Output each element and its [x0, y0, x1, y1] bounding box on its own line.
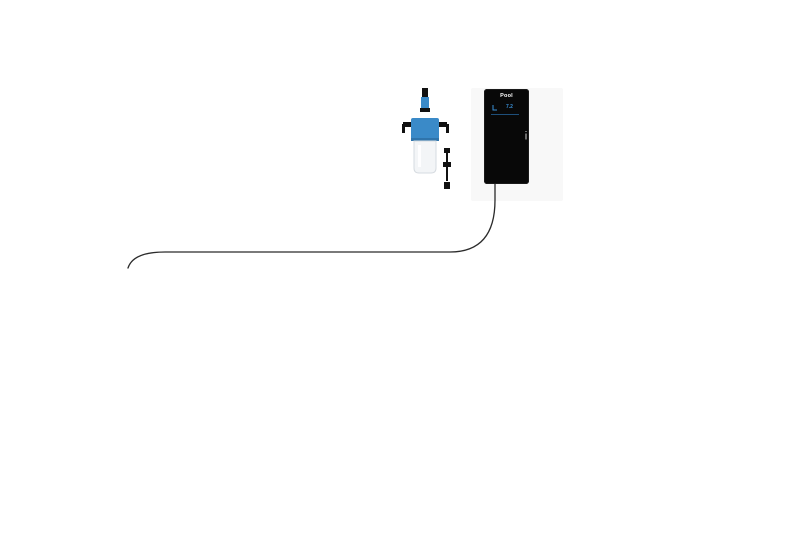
device-brand-label: Pool — [500, 93, 513, 99]
reading-underline — [491, 114, 519, 115]
injection-fitting-icon — [443, 148, 451, 189]
cable-icon — [127, 183, 496, 269]
water-filter-housing-icon — [402, 88, 449, 174]
status-led-icon — [525, 131, 527, 140]
pool-controller-icon: Pool — [484, 89, 529, 184]
temperature-icon — [492, 105, 497, 111]
device-reading-value: 7.2 — [506, 104, 513, 110]
